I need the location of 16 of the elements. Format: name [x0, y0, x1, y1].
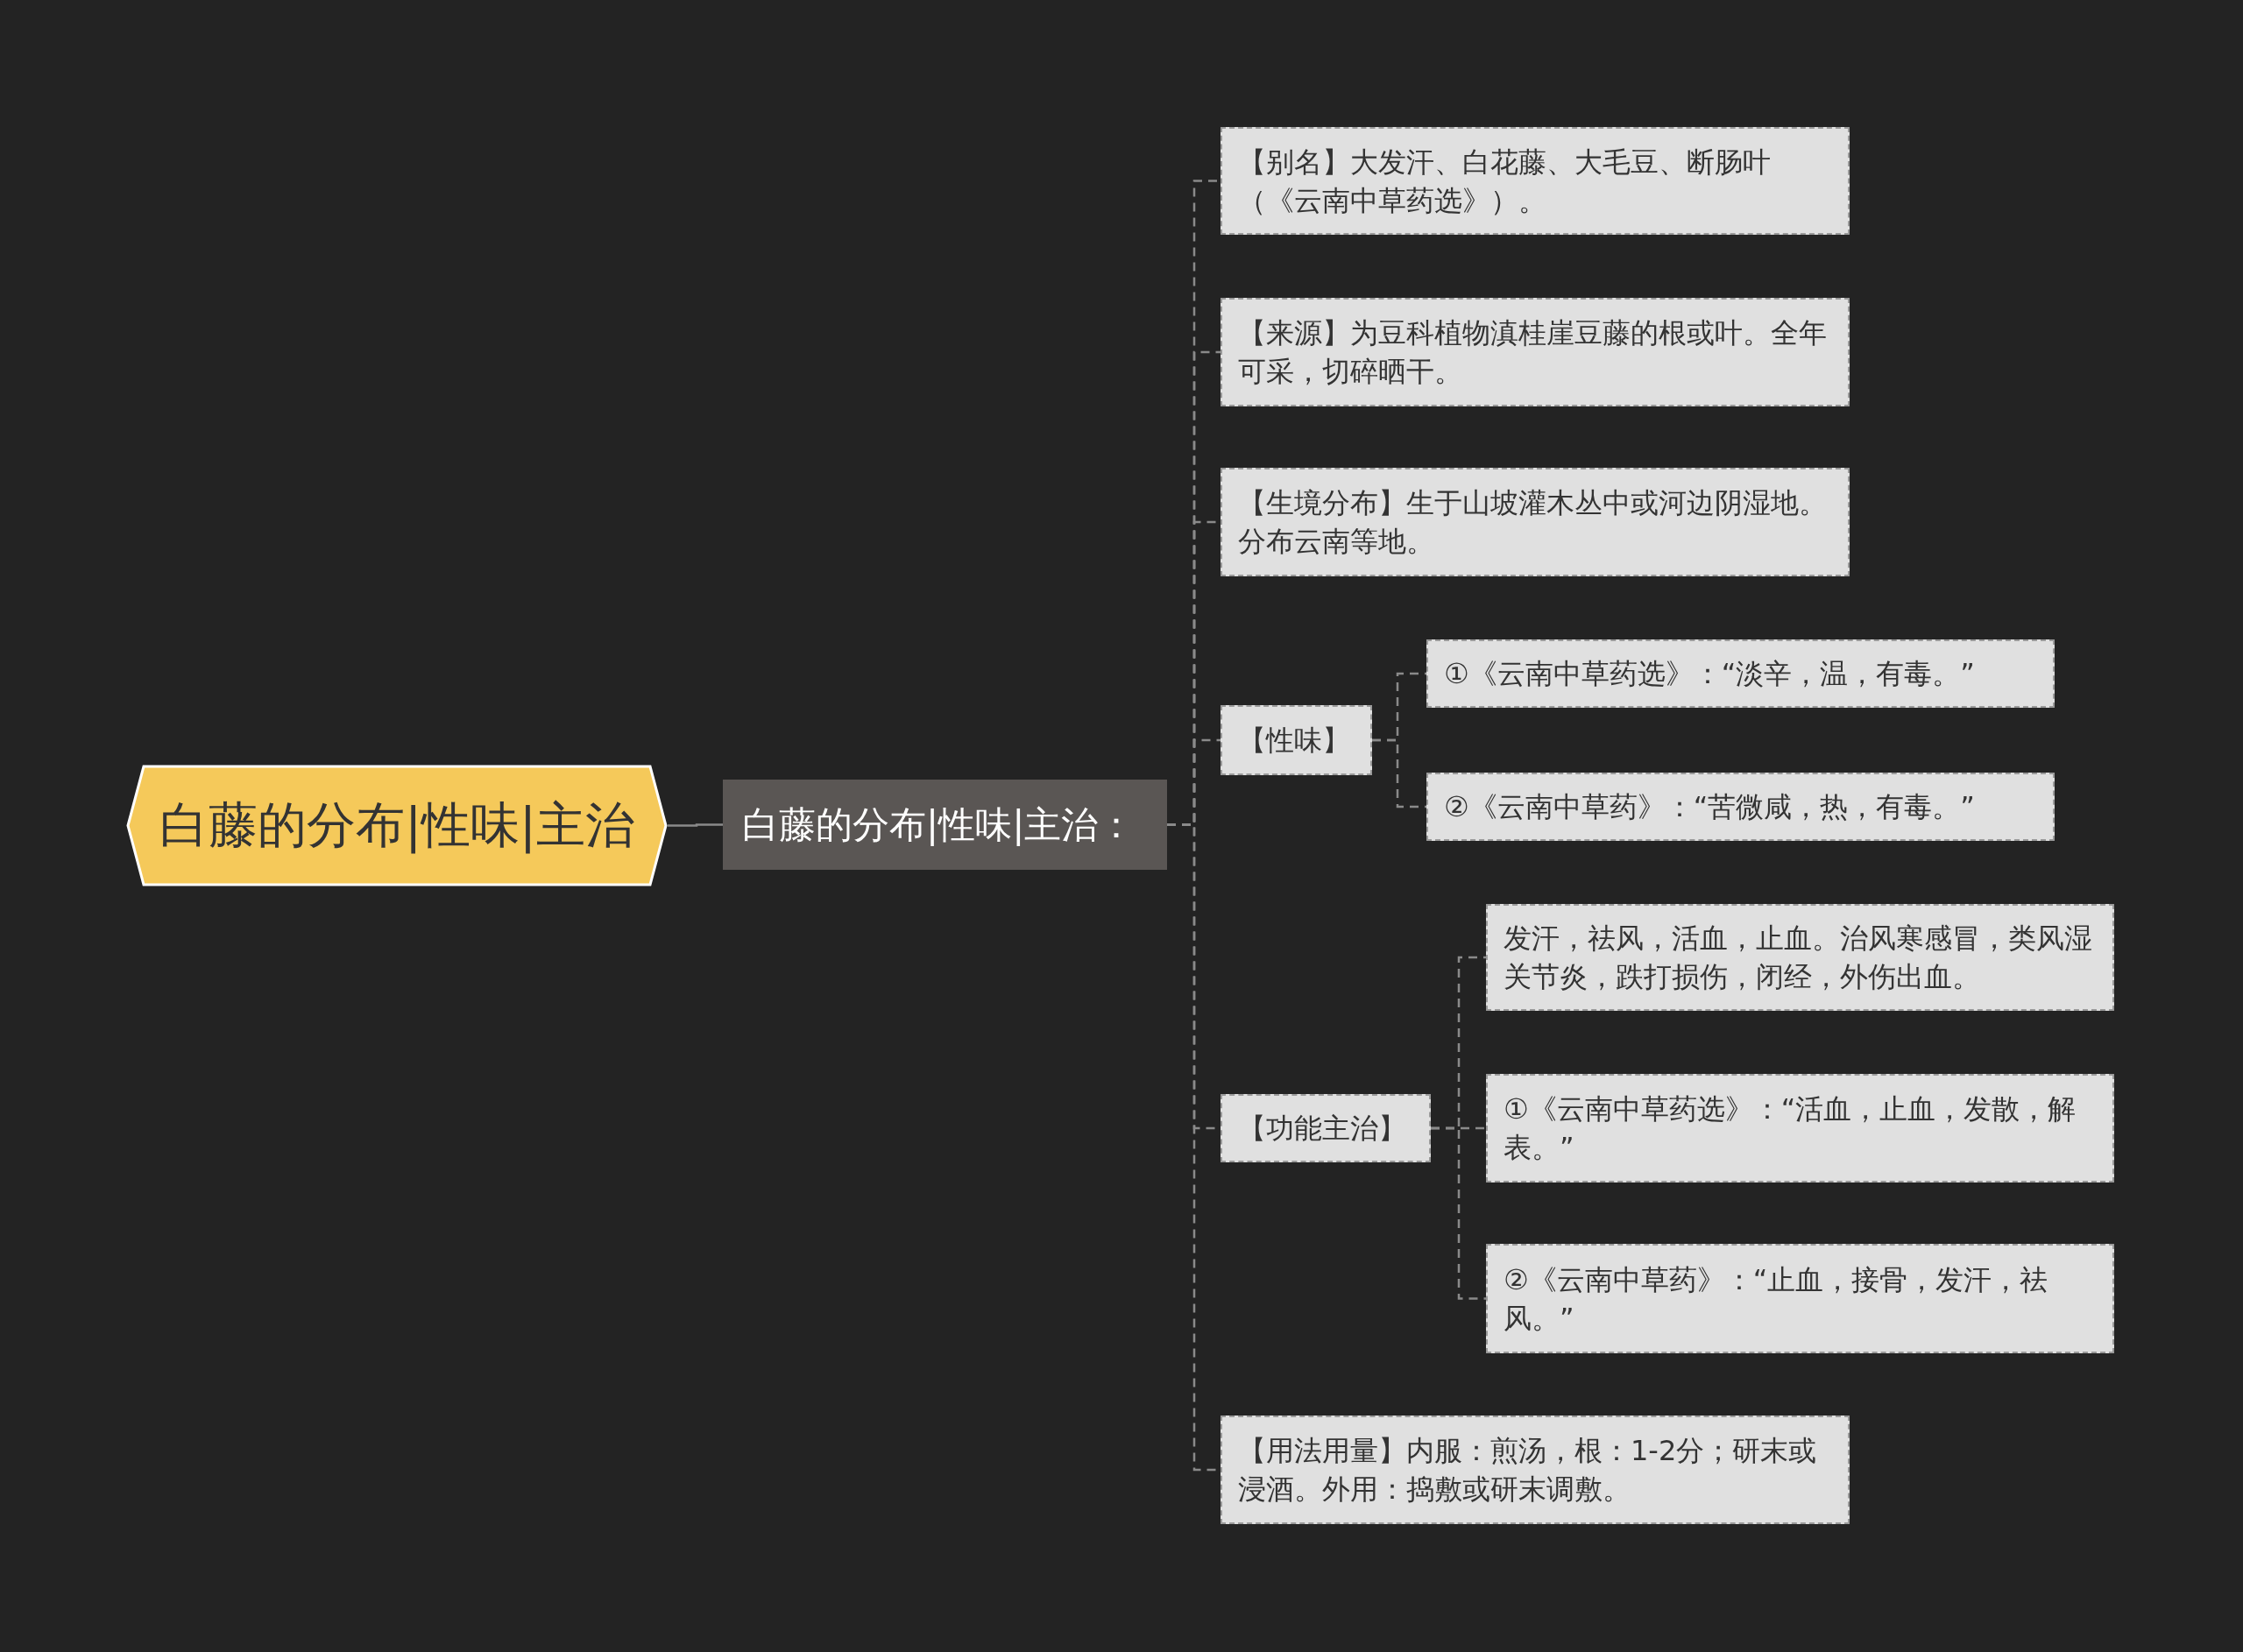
topic-box: 【性味】 — [1221, 705, 1372, 775]
topic-box: 【生境分布】生于山坡灌木丛中或河边阴湿地。分布云南等地。 — [1221, 468, 1850, 576]
topic-box: ②《云南中草药》：“止血，接骨，发汗，祛风。” — [1486, 1244, 2114, 1353]
connector-line — [1431, 1126, 1486, 1300]
topic-box: 发汗，祛风，活血，止血。治风寒感冒，类风湿关节炎，跌打损伤，闭经，外伤出血。 — [1486, 904, 2114, 1011]
topic-box: 【别名】大发汗、白花藤、大毛豆、断肠叶（《云南中草药选》）。 — [1221, 127, 1850, 235]
main-topic: 白藤的分布|性味|主治： — [723, 780, 1167, 870]
topic-box: 【来源】为豆科植物滇桂崖豆藤的根或叶。全年可采，切碎晒干。 — [1221, 298, 1850, 406]
topic-box: 【功能主治】 — [1221, 1094, 1431, 1162]
connector-line — [1372, 738, 1426, 808]
central-topic: 白藤的分布|性味|主治 — [126, 765, 668, 886]
connector-line — [668, 823, 723, 827]
topic-box: 【用法用量】内服：煎汤，根：1-2分；研末或浸酒。外用：捣敷或研末调敷。 — [1221, 1415, 1850, 1524]
topic-box: ①《云南中草药选》：“淡辛，温，有毒。” — [1426, 639, 2055, 708]
topic-box: ②《云南中草药》：“苦微咸，热，有毒。” — [1426, 773, 2055, 841]
topic-box: ①《云南中草药选》：“活血，止血，发散，解表。” — [1486, 1074, 2114, 1183]
